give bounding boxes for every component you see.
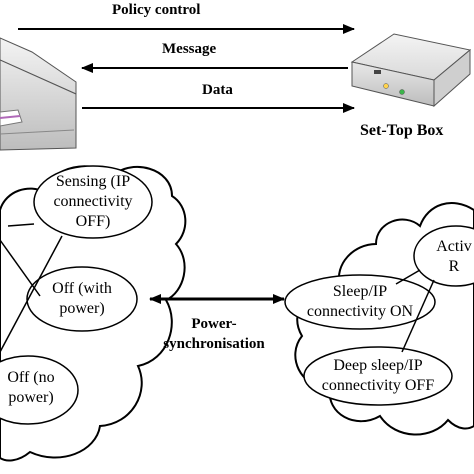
gateway-device-icon [0, 37, 77, 151]
off-no-power-state-ellipse [0, 355, 79, 425]
sleep-state-label: Sleep/IP connectivity ON [306, 283, 414, 320]
set-top-box-icon [350, 33, 472, 108]
off-no-power-state-label: Off (no power) [7, 369, 55, 406]
transition-line [395, 269, 421, 285]
policy-control-label: Policy control [112, 2, 201, 18]
set-top-box-label: Set-Top Box [360, 122, 444, 139]
sleep-state-ellipse [284, 274, 436, 330]
deep-sleep-state-ellipse [303, 346, 453, 406]
sensing-state-label: Sensing (IP connectivity OFF) [53, 173, 133, 230]
transition-line [0, 235, 63, 353]
off-with-power-state-ellipse [26, 266, 138, 332]
message-label: Message [162, 41, 217, 57]
sensing-state-ellipse [33, 165, 153, 239]
transition-line [401, 279, 435, 353]
deep-sleep-state-label: Deep sleep/IP connectivity OFF [321, 357, 435, 394]
off-with-power-state-label: Off (with power) [52, 280, 112, 317]
active-state-ellipse [413, 225, 474, 287]
transition-line [7, 223, 35, 227]
data-label: Data [202, 82, 233, 98]
transition-line [0, 239, 41, 297]
power-synchronisation-label: Power- synchronisation [163, 316, 265, 352]
active-state-label: Activ R [436, 238, 472, 275]
